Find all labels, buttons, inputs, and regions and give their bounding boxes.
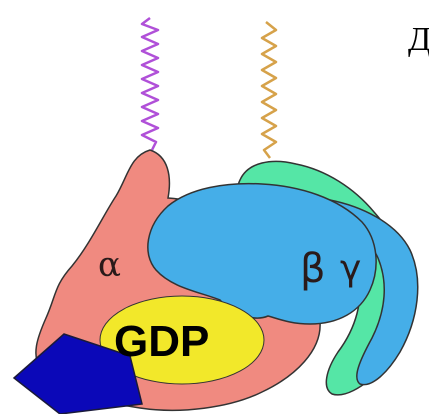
gamma-label: γ: [340, 248, 361, 289]
gdp-pocket: [99, 295, 265, 385]
effector-pentagon: [12, 333, 143, 414]
gdp-label: GDP: [114, 317, 209, 366]
beta-subunit: [147, 182, 377, 325]
alpha-label: α: [98, 245, 121, 285]
beta-label: β: [300, 246, 326, 292]
alpha-lipid-anchor: [140, 17, 160, 151]
gamma-lipid-anchor: [260, 21, 278, 159]
corner-label: Д: [408, 21, 429, 58]
beta-subunit-back: [329, 199, 419, 386]
